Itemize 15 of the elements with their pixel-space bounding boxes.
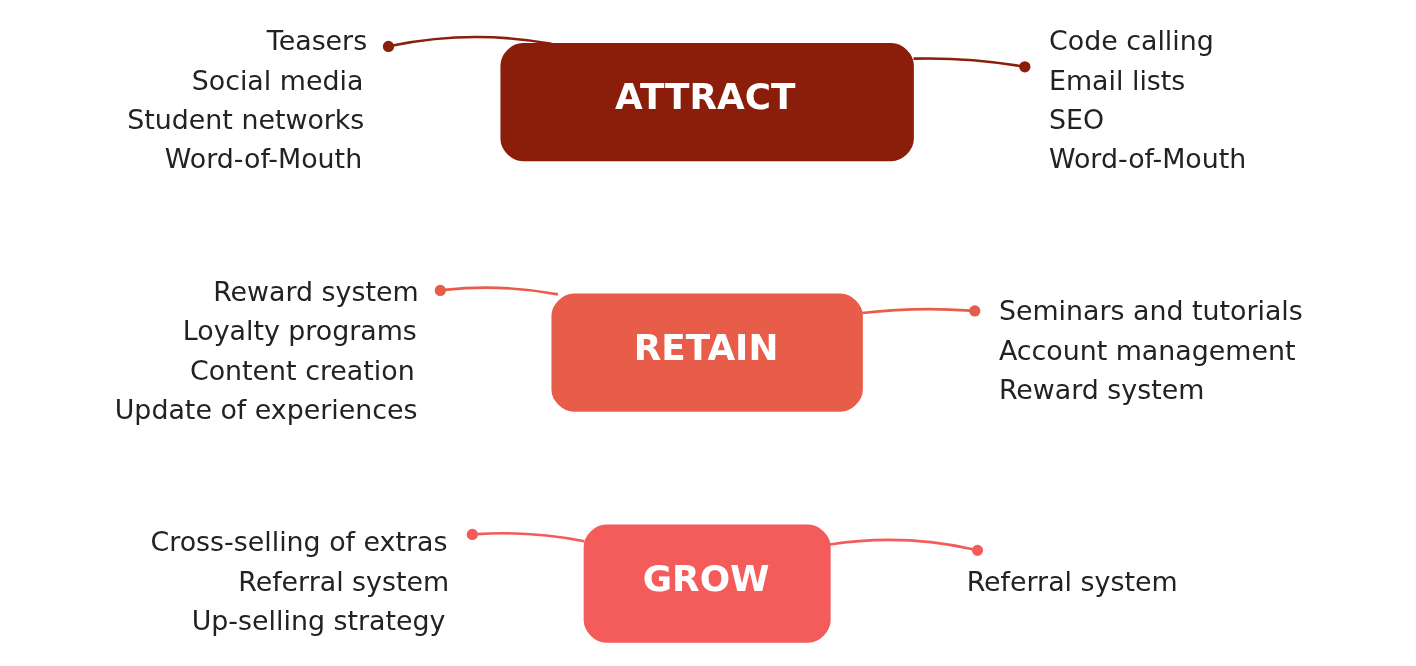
- node-box: ATTRACT: [499, 43, 914, 162]
- connector: [913, 57, 1030, 73]
- node-box: RETAIN: [550, 293, 863, 412]
- connector: [382, 35, 552, 53]
- node-box: GROW: [583, 524, 831, 643]
- node-text: Seminars and tutorials Account management Reward system: [998, 295, 1303, 406]
- connector: [466, 528, 585, 543]
- node-text: Cross-selling of extras Referral system Up-selling strategy: [150, 526, 449, 637]
- node-text: Reward system Loyalty programs Content creation Update of experiences: [114, 275, 419, 425]
- connector: [434, 284, 558, 297]
- connector: [861, 305, 980, 317]
- node-text: Teasers Social media Student networks Word-of-Mouth: [126, 25, 367, 175]
- node-text: Referral system: [966, 565, 1178, 597]
- node-text: Code calling Email lists SEO Word-of-Mouth: [1048, 25, 1246, 175]
- connector: [829, 538, 983, 556]
